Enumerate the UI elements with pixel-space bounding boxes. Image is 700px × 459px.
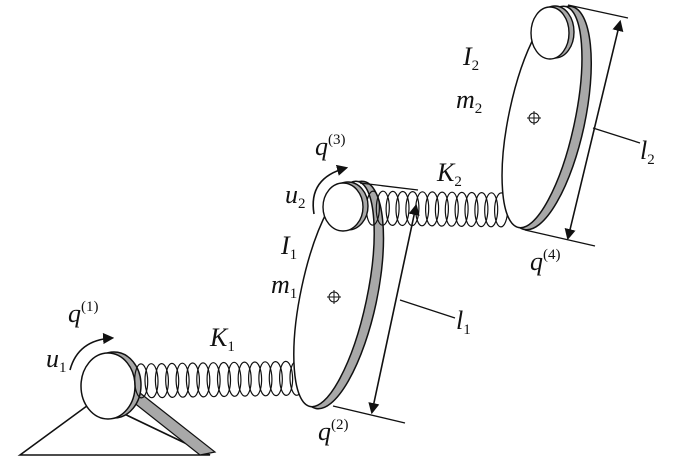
label-m2-sub: 2 — [474, 101, 483, 117]
label-l1-base: l — [456, 306, 464, 335]
link1-center-of-mass-icon — [327, 290, 341, 304]
label-i1-sub: 1 — [289, 247, 298, 263]
spring-k1-coil — [175, 362, 190, 398]
spring-k1-coil — [206, 362, 221, 398]
label-m2: m2 — [456, 87, 482, 117]
spring-k2-coil — [484, 192, 499, 228]
label-q4-sup: (4) — [543, 247, 561, 263]
base-hub — [80, 351, 142, 420]
label-q3: q(3) — [315, 133, 346, 160]
label-i1-base: I — [281, 231, 290, 260]
label-i2-sub: 2 — [471, 58, 480, 74]
label-k1: K1 — [210, 325, 235, 355]
label-i1: I1 — [281, 233, 297, 263]
label-u1-sub: 1 — [59, 360, 67, 376]
spring-k2-coil — [424, 191, 440, 227]
spring-k2-coil — [464, 191, 479, 228]
spring-k1-coil — [185, 362, 201, 398]
label-q3-sup: (3) — [328, 132, 346, 148]
label-m1: m1 — [271, 272, 297, 302]
label-q1-sup: (1) — [81, 299, 99, 315]
label-u2-base: u — [285, 180, 298, 209]
label-k1-sub: 1 — [227, 339, 235, 355]
spring-k1-coil — [165, 362, 180, 398]
label-q1: q(1) — [68, 300, 99, 327]
spring-k1-coil — [196, 362, 211, 398]
label-l2: l2 — [640, 138, 655, 168]
label-m1-base: m — [271, 270, 290, 299]
spring-k1-coil — [237, 361, 252, 397]
label-q1-base: q — [68, 299, 81, 328]
label-m2-base: m — [456, 85, 475, 114]
spring-k2 — [365, 190, 509, 228]
length-l2-dimension — [524, 4, 641, 247]
rotation-arrow-q1 — [69, 332, 115, 371]
spring-k1-coil — [278, 360, 294, 396]
label-q2-base: q — [318, 417, 331, 446]
spring-k1 — [134, 360, 314, 399]
label-u1-base: u — [46, 344, 59, 373]
tip-hub — [530, 5, 575, 60]
spring-k1-coil — [216, 361, 232, 398]
label-k1-base: K — [210, 323, 228, 352]
label-i2: I2 — [463, 44, 479, 74]
spring-k1-coil — [247, 361, 263, 397]
label-k2-base: K — [437, 158, 455, 187]
spring-k1-coil — [134, 363, 149, 399]
spring-k1-coil — [258, 361, 273, 397]
label-m1-sub: 1 — [289, 286, 298, 302]
label-u2: u2 — [285, 182, 306, 212]
label-q4: q(4) — [530, 248, 561, 275]
spring-k2-coil — [444, 191, 459, 227]
label-k2: K2 — [437, 160, 462, 190]
joint2-hub — [322, 181, 369, 232]
label-q3-base: q — [315, 132, 328, 161]
spring-k1-coil — [268, 361, 283, 397]
label-u1: u1 — [46, 346, 67, 376]
rotation-arrow-q3 — [312, 164, 349, 215]
label-l2-sub: 2 — [647, 152, 655, 168]
label-l1: l1 — [456, 308, 471, 338]
spring-k1-coil — [227, 361, 242, 397]
length-l1-dimension — [332, 182, 456, 424]
label-q2-sup: (2) — [331, 417, 349, 433]
label-u2-sub: 2 — [298, 196, 306, 212]
spring-k2-coil — [474, 192, 489, 228]
link1-disc — [293, 180, 385, 410]
label-q4-base: q — [530, 247, 543, 276]
spring-k1-coil — [144, 363, 159, 399]
label-k2-sub: 2 — [454, 174, 462, 190]
link2-center-of-mass-icon — [527, 111, 541, 125]
label-l2-base: l — [640, 136, 648, 165]
label-i2-base: I — [463, 42, 472, 71]
spring-k2-coil — [454, 191, 469, 227]
label-l1-sub: 1 — [463, 322, 471, 338]
label-q2: q(2) — [318, 418, 349, 445]
spring-k2-coil — [434, 191, 450, 227]
spring-k1-coil — [154, 363, 170, 399]
